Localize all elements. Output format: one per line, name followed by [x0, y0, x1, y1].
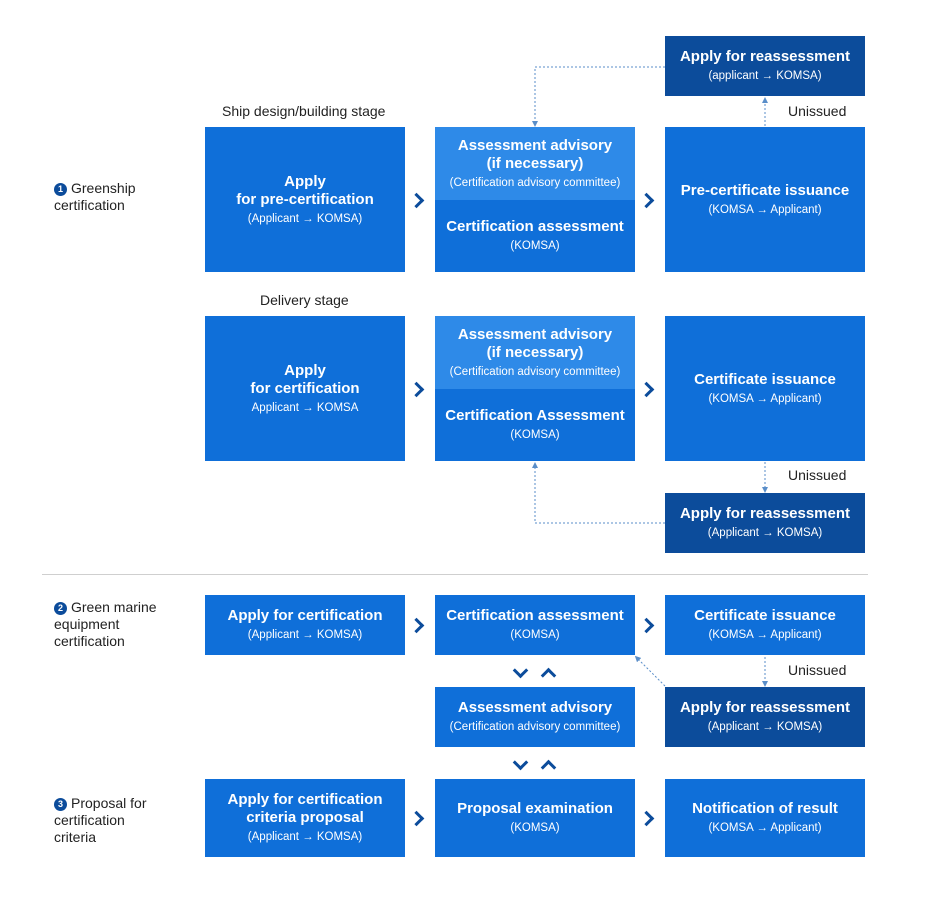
reassessment-box-delivery: Apply for reassessment (Applicant → KOMS…: [665, 493, 865, 553]
certification-assessment-section: Certification Assessment (KOMSA): [445, 407, 625, 441]
equipment-reassessment-box: Apply for reassessment (Applicant → KOMS…: [665, 687, 865, 747]
apply-certification-box: Apply for certification Applicant → KOMS…: [205, 316, 405, 461]
advisory-section: Assessment advisory (if necessary) (Cert…: [435, 316, 635, 389]
design-stage-label: Ship design/building stage: [222, 103, 386, 119]
reassess-to-advisory-connector: [532, 66, 665, 127]
equipment-reassess-to-assessment-connector: [634, 655, 666, 687]
equipment-issuance-box: Certificate issuance (KOMSA → Applicant): [665, 595, 865, 655]
number-badge-1: 1: [54, 183, 67, 196]
reassessment-box-design: Apply for reassessment (applicant → KOMS…: [665, 36, 865, 96]
number-badge-2: 2: [54, 602, 67, 615]
notification-result-box: Notification of result (KOMSA → Applican…: [665, 779, 865, 857]
advisory-section: Assessment advisory (if necessary) (Cert…: [435, 127, 635, 200]
apply-pre-certification-box: Apply for pre-certification (Applicant →…: [205, 127, 405, 272]
assessment-box-delivery: Assessment advisory (if necessary) (Cert…: [435, 316, 635, 461]
reassess-to-assessment-connector: [532, 462, 665, 524]
certification-assessment-section: Certification assessment (KOMSA): [446, 218, 624, 252]
equipment-assessment-box: Certification assessment (KOMSA): [435, 595, 635, 655]
equipment-apply-box: Apply for certification (Applicant → KOM…: [205, 595, 405, 655]
section-divider: [42, 574, 868, 575]
unissued-label-3: Unissued: [788, 662, 847, 678]
assessment-box-design: Assessment advisory (if necessary) (Cert…: [435, 127, 635, 272]
unissued-label-1: Unissued: [788, 103, 847, 119]
unissued-label-2: Unissued: [788, 467, 847, 483]
pre-certificate-issuance-box: Pre-certificate issuance (KOMSA → Applic…: [665, 127, 865, 272]
delivery-stage-label: Delivery stage: [260, 292, 349, 308]
equipment-advisory-box: Assessment advisory (Certification advis…: [435, 687, 635, 747]
certificate-issuance-box: Certificate issuance (KOMSA → Applicant): [665, 316, 865, 461]
proposal-examination-box: Proposal examination (KOMSA): [435, 779, 635, 857]
number-badge-3: 3: [54, 798, 67, 811]
proposal-apply-box: Apply for certification criteria proposa…: [205, 779, 405, 857]
